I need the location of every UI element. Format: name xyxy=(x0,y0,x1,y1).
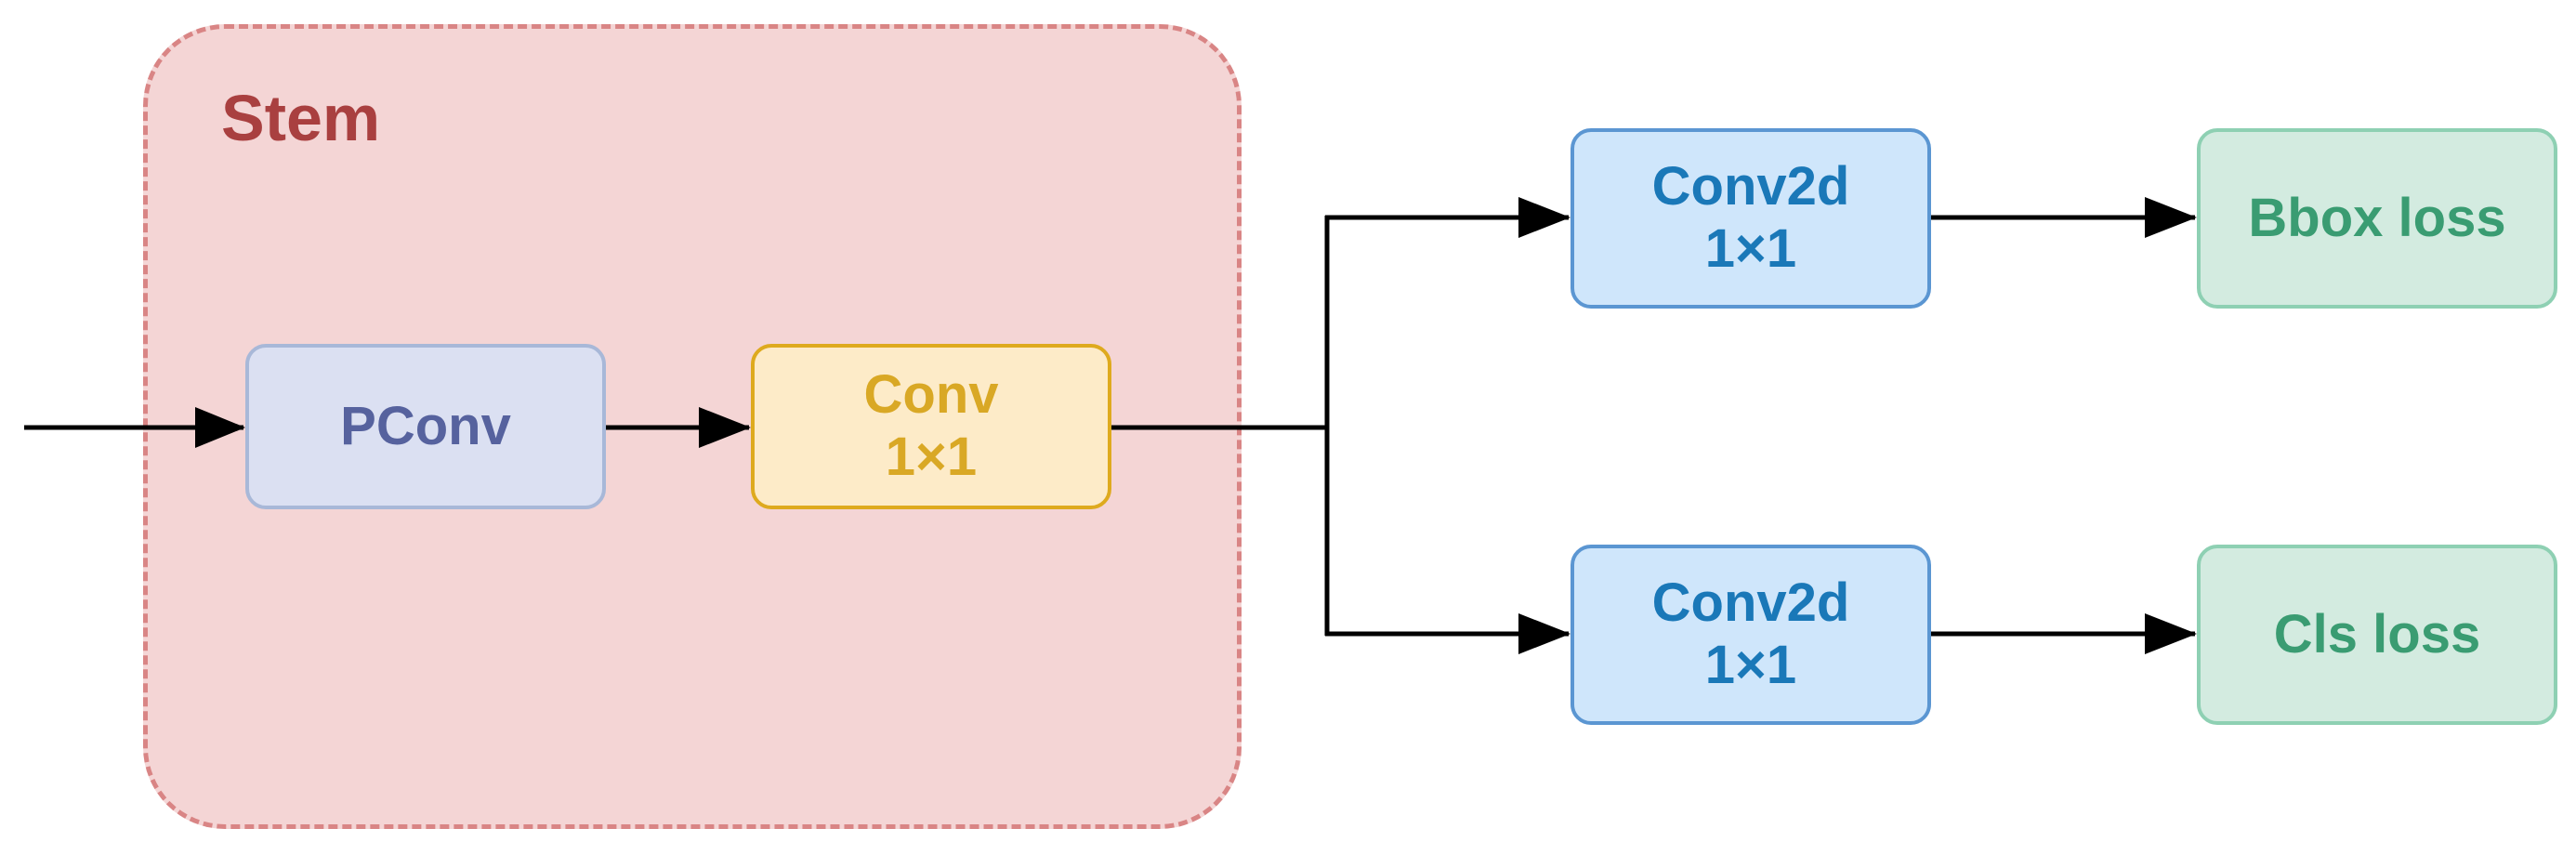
bbox-loss-node: Bbox loss xyxy=(2197,128,2557,309)
conv2d-bottom-kernel-label: 1×1 xyxy=(1704,635,1797,695)
pconv-label: PConv xyxy=(340,395,511,456)
arrowhead-cls xyxy=(2145,613,2197,654)
conv2d-bottom-node: Conv2d 1×1 xyxy=(1571,545,1931,725)
arrowhead-conv2d-bottom xyxy=(1518,613,1571,654)
stem-label: Stem xyxy=(221,82,381,154)
bbox-loss-label: Bbox loss xyxy=(2248,187,2506,248)
cls-loss-label: Cls loss xyxy=(2273,603,2481,664)
conv2d-bottom-label: Conv2d xyxy=(1651,572,1850,634)
conv2d-top-kernel-label: 1×1 xyxy=(1704,218,1797,279)
arrowhead-conv2d-top xyxy=(1518,197,1571,238)
conv-kernel-label: 1×1 xyxy=(885,427,978,487)
conv-1x1-node: Conv 1×1 xyxy=(751,344,1111,509)
arrowhead-bbox xyxy=(2145,197,2197,238)
pconv-node: PConv xyxy=(245,344,606,509)
conv2d-top-node: Conv2d 1×1 xyxy=(1571,128,1931,309)
conv-label: Conv xyxy=(863,364,999,426)
conv2d-top-label: Conv2d xyxy=(1651,156,1850,217)
cls-loss-node: Cls loss xyxy=(2197,545,2557,725)
